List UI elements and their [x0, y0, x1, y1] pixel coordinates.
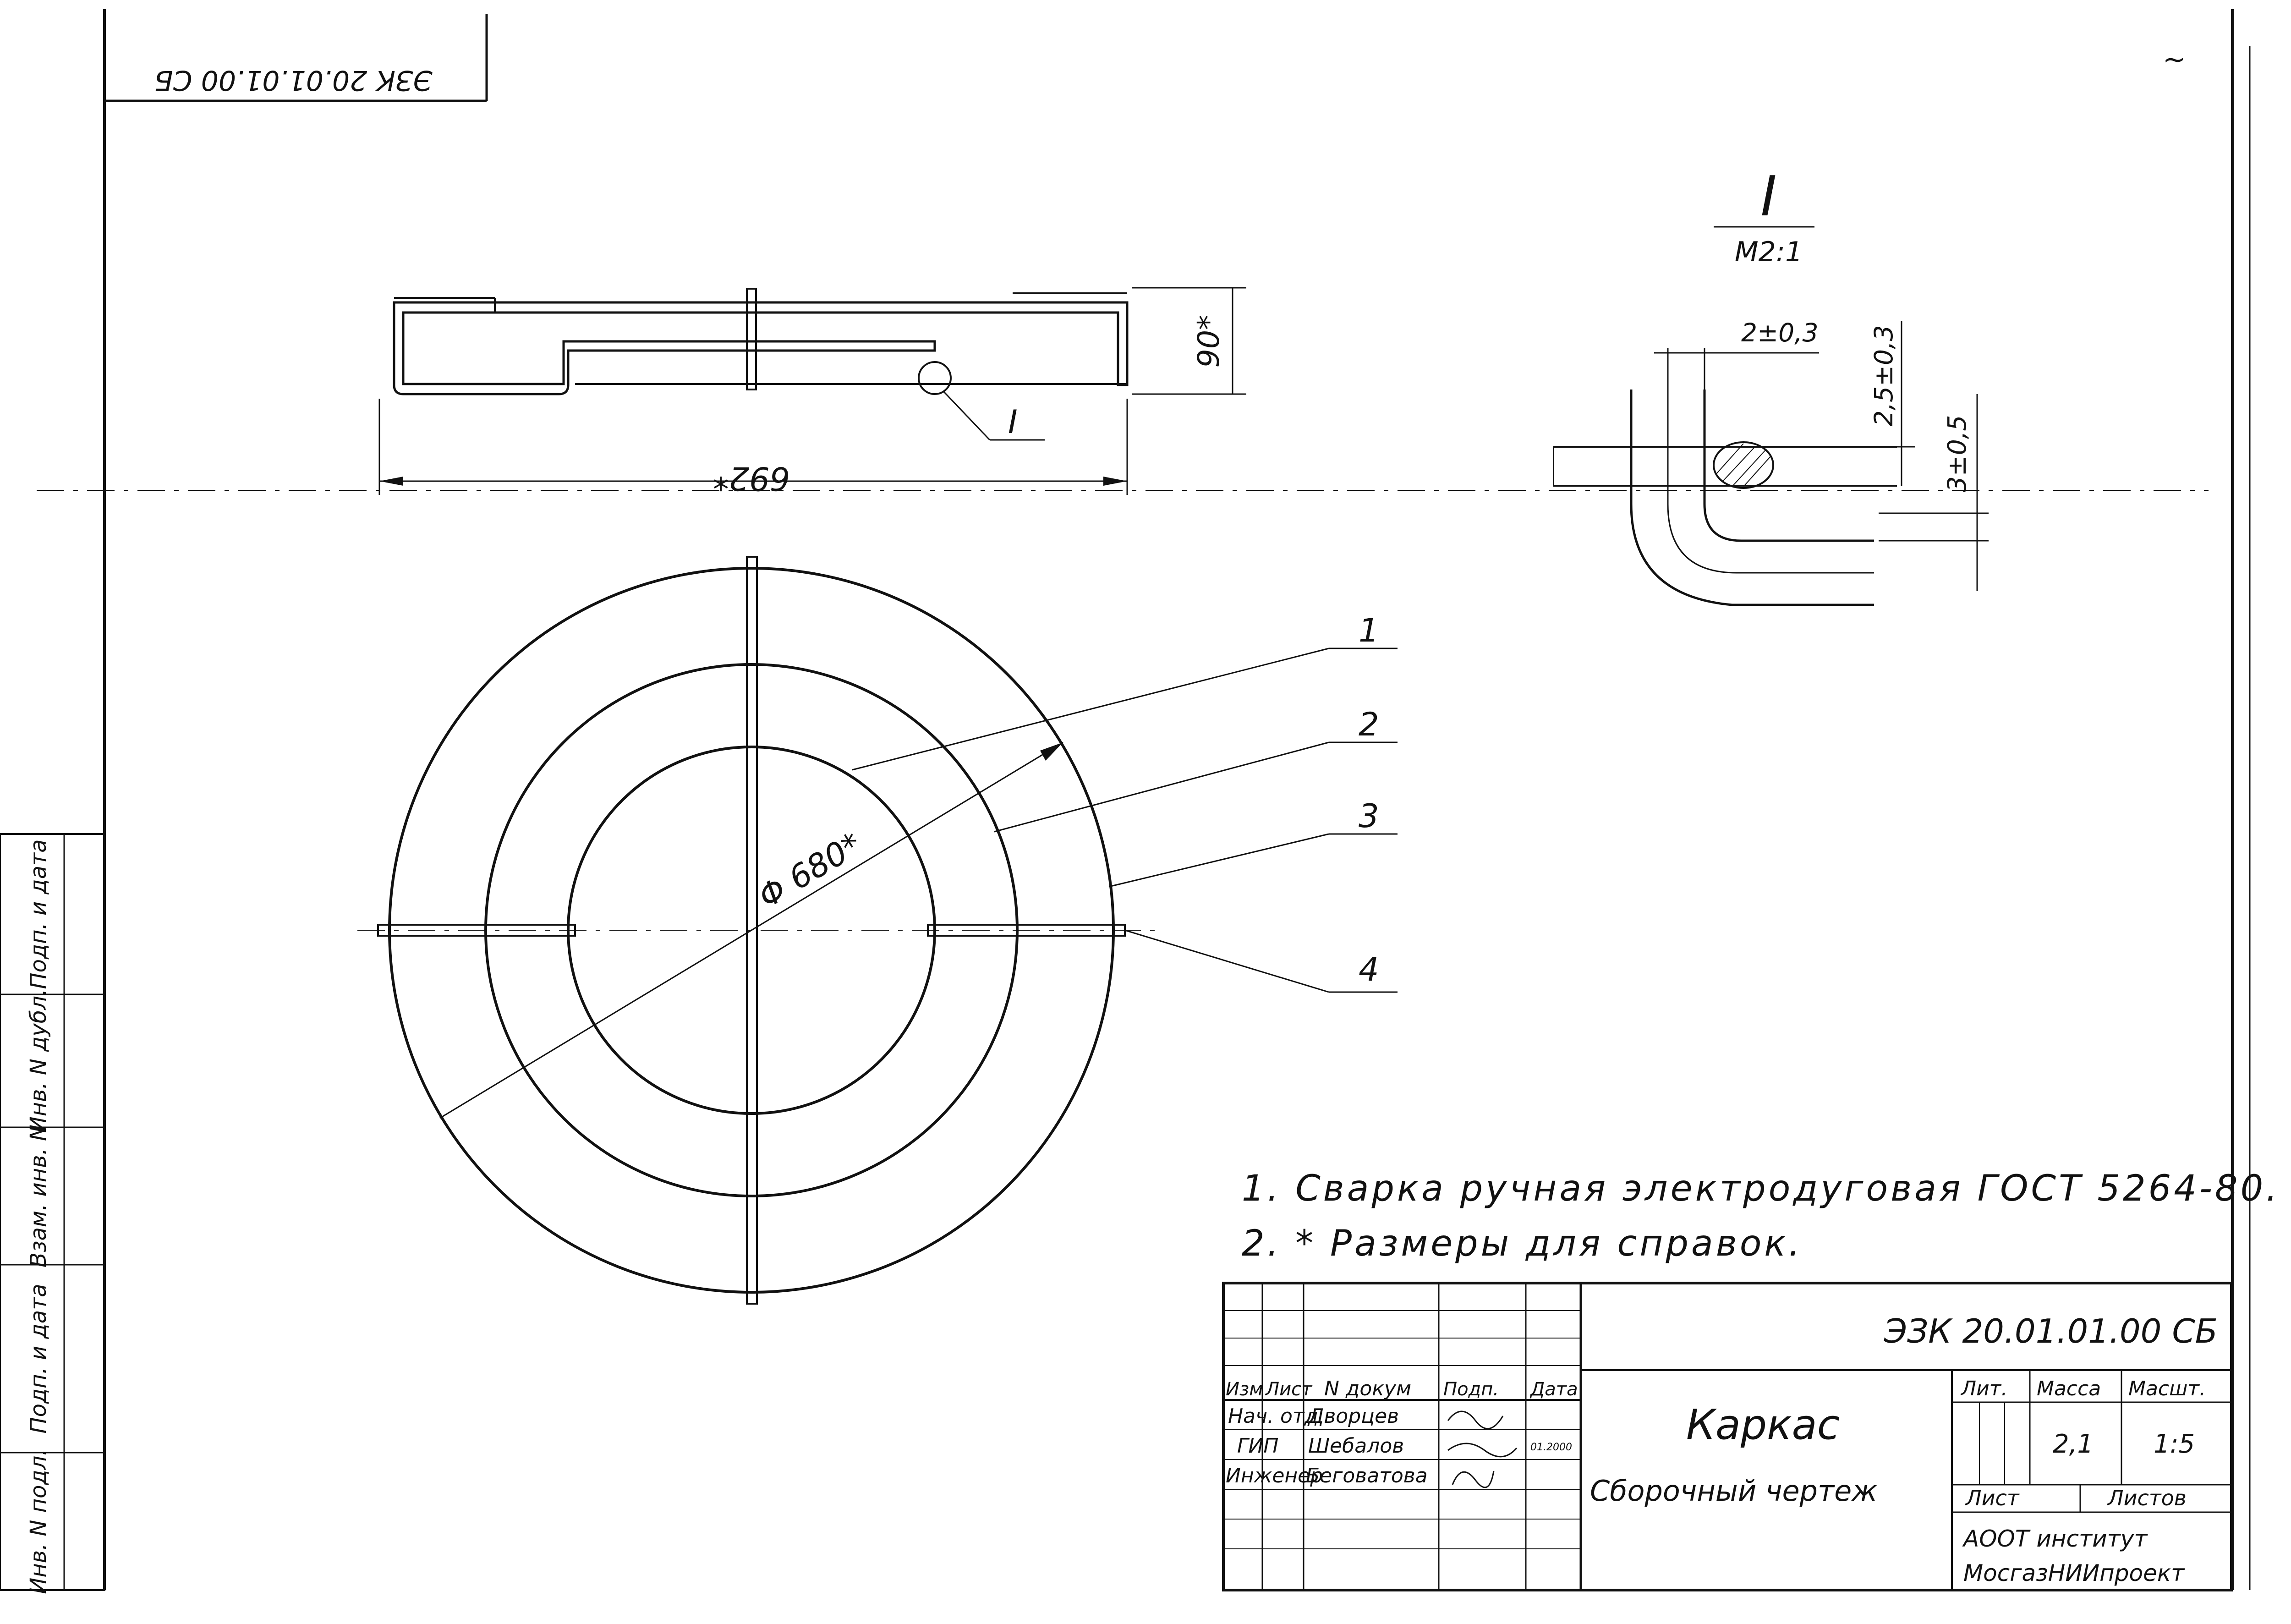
position-label-3: 3: [1359, 797, 1379, 835]
position-label-2: 2: [1359, 706, 1379, 743]
left-stamp-label-5: Подп. и дата: [26, 839, 51, 989]
detail-callout-leader: [943, 391, 991, 441]
organization-line-2: МосгазНИИпроект: [1963, 1560, 2185, 1586]
position-label-1: 1: [1359, 612, 1379, 649]
sheet-label: Лист: [1965, 1486, 2020, 1510]
detail-bent-bar-outer: [1630, 390, 1874, 606]
signature-2: [1447, 1443, 1518, 1458]
role-2: ГИП: [1237, 1434, 1279, 1458]
detail-view-scale: M2:1: [1735, 236, 1803, 268]
detail-hatch-3: [1716, 443, 1744, 475]
detail-view: I M2:1 2±0,3 2,5±0,3 3±0,5: [1553, 165, 1989, 606]
role-3: Инженер: [1226, 1464, 1323, 1487]
detail-callout-circle: [918, 361, 952, 395]
side-view-frame-outline: [393, 301, 1129, 395]
name-2: Шебалов: [1308, 1434, 1404, 1458]
detail-wire-section: [1713, 441, 1774, 489]
mass-label: Масса: [2037, 1377, 2101, 1400]
detail-view-label: I: [1760, 165, 1776, 229]
detail-hatch-4: [1743, 455, 1771, 487]
length-dim-label: 692*: [713, 460, 790, 497]
stamp-date: 01.2000: [1530, 1442, 1572, 1453]
letter-label: Лит.: [1960, 1377, 2007, 1400]
title-block-frame: [1222, 1282, 2233, 1591]
left-margin-stamp: Инв. N подл. Подп. и дата Взам. инв. N И…: [0, 833, 105, 1594]
top-right-mark: ~: [2163, 44, 2186, 76]
diameter-dim-line: [439, 741, 1063, 1119]
title-block: Изм Лист N докум Подп. Дата Нач. отд Дво…: [1222, 1282, 2233, 1591]
position-label-4: 4: [1359, 951, 1379, 988]
detail-callout-label: I: [1008, 403, 1018, 441]
leader-4: [1124, 929, 1329, 993]
mass-value: 2,1: [2053, 1429, 2094, 1459]
left-stamp-label-3: Взам. инв. N: [26, 1125, 51, 1267]
left-stamp-frame: [0, 833, 105, 1591]
diameter-dim-arrow: [1040, 742, 1063, 761]
signature-3: [1452, 1470, 1495, 1488]
left-stamp-label-1: Инв. N подл.: [26, 1448, 51, 1594]
length-dim-arrow-right: [1103, 477, 1127, 486]
leader-3: [1108, 833, 1329, 888]
left-stamp-label-4: Инв. N дубл.: [26, 989, 51, 1133]
header-change: Изм: [1226, 1379, 1263, 1400]
detail-hatch-2: [1732, 449, 1767, 487]
name-3: Беговатова: [1306, 1464, 1428, 1487]
detail-gap-dim: 2±0,3: [1741, 318, 1819, 347]
note-1: 1. Сварка ручная электродуговая ГОСТ 526…: [1242, 1168, 2280, 1209]
header-sheet: Лист: [1265, 1379, 1313, 1400]
note-2: 2. * Размеры для справок.: [1242, 1223, 1803, 1264]
drawing-subtitle: Сборочный чертеж: [1590, 1474, 1877, 1508]
detail-wire-dim: 3±0,5: [1942, 415, 1972, 493]
designation: ЭЗК 20.01.01.00 СБ: [1884, 1312, 2218, 1350]
role-1: Нач. отд: [1228, 1405, 1318, 1428]
length-dim-arrow-left: [379, 477, 403, 486]
name-1: Дворцев: [1307, 1405, 1399, 1428]
leader-1: [852, 647, 1329, 771]
detail-offset-dim: 2,5±0,3: [1869, 325, 1898, 426]
left-stamp-label-2: Подп. и дата: [26, 1284, 51, 1434]
header-doc-no: N докум: [1324, 1377, 1411, 1400]
header-signature: Подп.: [1443, 1379, 1499, 1400]
sheets-label: Листов: [2107, 1486, 2187, 1510]
side-view: I 692* 90*: [378, 287, 1246, 497]
organization-line-1: АООТ институт: [1962, 1525, 2148, 1552]
detail-bent-bar-inner: [1703, 390, 1874, 542]
height-dim-label: 90*: [1192, 315, 1226, 368]
header-date: Дата: [1529, 1379, 1578, 1400]
detail-hatch-1: [1722, 446, 1755, 482]
scale-label: Масшт.: [2128, 1377, 2206, 1400]
leader-2: [994, 741, 1329, 833]
drawing-title: Каркас: [1686, 1401, 1840, 1449]
side-view-vertical-bar: [746, 288, 757, 390]
scale-value: 1:5: [2154, 1429, 2195, 1459]
corner-code: ЭЗК 20.01.01.00 СБ: [154, 64, 433, 96]
signature-1: [1447, 1410, 1504, 1430]
detail-bent-bar-centerline: [1667, 390, 1874, 574]
